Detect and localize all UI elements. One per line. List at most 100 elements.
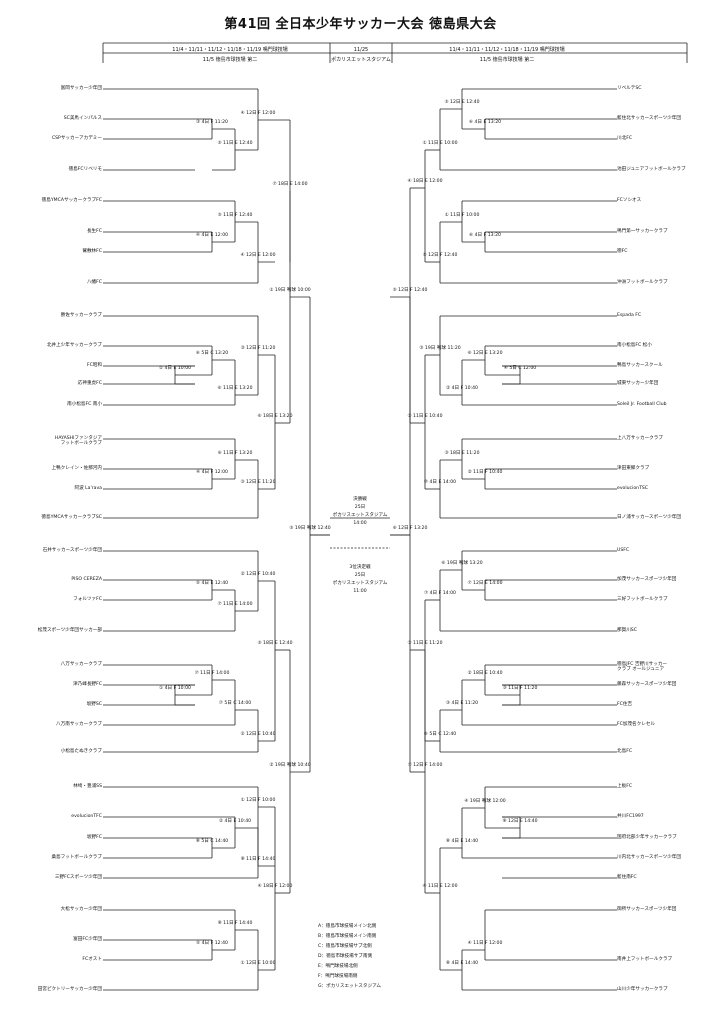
match-label: ⑥ 5日 C 13:20 (195, 351, 229, 356)
team-right: 徳FC (617, 249, 628, 254)
match-label: ⑧ 11日 F 14:40 (240, 857, 276, 862)
match-label: ① 12日 F 10:00 (240, 798, 276, 803)
team-left: 徳島YMCAサッカークラブFC (41, 198, 102, 203)
match-label: ⑥ 11日 F 13:20 (217, 451, 253, 456)
team-left: 大松サッカー少年団 (60, 907, 102, 912)
team-left: evolucionTFC (71, 814, 102, 819)
team-left: 八万サッカークラブ (60, 662, 102, 667)
match-label: ⑦ 12日 E 14:00 (467, 581, 503, 586)
team-left: 長生FC (86, 229, 102, 234)
team-right: FCソシオス (617, 198, 642, 203)
team-right: FC加茂名クレセル (617, 722, 656, 727)
match-label: ⑦ 12日 F 14:00 (407, 763, 443, 768)
match-label: ④ 12日 F 12:00 (240, 111, 276, 116)
team-right: Espada FC (617, 313, 642, 318)
team-left: FC昭和 (86, 363, 102, 368)
team-right: 沖洲フットボールクラブ (617, 280, 668, 285)
final-venue: ポカリスエットスタジアム (332, 513, 388, 518)
match-label: ⑤ 5日 C 12:40 (423, 732, 457, 737)
legend-item: E：鳴門球技場北側 (318, 964, 358, 969)
match-label: ① 11日 E 10:00 (422, 141, 458, 146)
legend-item: D：徳島市球技場サブ南側 (318, 954, 373, 959)
team-left: 勝佐サッカークラブ (60, 313, 102, 318)
match-label: ⑤ 11日 F 12:40 (217, 213, 253, 218)
header-left-line2: 11/5 徳島市球技場 第二 (202, 57, 258, 63)
match-label: ⑤ 12日 F 12:40 (392, 288, 428, 293)
team-right: 上板FC (617, 784, 633, 789)
match-label: ⑥ 4日 F 13:20 (469, 233, 501, 238)
team-right: 鴨島サッカースクール (617, 363, 663, 368)
team-right: 国府北部少年サッカークラブ (617, 835, 677, 840)
match-label: ⑥ 12日 E 13:20 (467, 351, 503, 356)
team-left: 北井上少年サッカークラブ (46, 343, 102, 348)
team-right: 上八万サッカークラブ (617, 436, 663, 441)
match-label: ④ 5日 C 12:00 (503, 366, 537, 371)
match-label: ⑤ 12日 F 12:40 (422, 253, 458, 258)
match-label: ④ 18日 E 12:00 (407, 179, 443, 184)
match-label: ① 12日 E 10:00 (240, 961, 276, 966)
team-left: 鷲敷林FC (82, 249, 102, 254)
match-label: ⑧ 4日 E 14:40 (445, 839, 479, 844)
header-right-line1: 11/4・11/11・11/12・11/18・11/19 鳴門球技場 (449, 47, 565, 53)
match-label: ④ 4日 E 12:00 (195, 233, 229, 238)
match-label: ⑤ 4日 E 12:40 (195, 581, 229, 586)
final-time: 14:00 (353, 521, 367, 526)
team-right: 那賀川SC (617, 628, 637, 633)
match-label: ⑦ 4日 F 14:00 (424, 591, 456, 596)
team-left: 富岡サッカー少年団 (60, 86, 102, 91)
legend-item: F：鳴門球技場南側 (318, 974, 358, 979)
team-right: 三好フットボールクラブ (617, 597, 668, 602)
match-label: ③ 12日 F 11:20 (240, 346, 276, 351)
final-date: 25日 (354, 505, 366, 510)
match-label: ② 4日 E 10:40 (218, 819, 252, 824)
team-right: 川北FC (617, 136, 633, 141)
match-label: ② 18日 E 10:40 (467, 671, 503, 676)
match-label: ② 12日 F 10:40 (240, 572, 276, 577)
match-label: ⑥ 11日 E 13:20 (217, 386, 253, 391)
team-right: 南井上フットボールクラブ (617, 957, 673, 962)
team-right: 津田東郷クラブ (617, 466, 650, 471)
match-label: ② 11日 F 10:40 (467, 470, 503, 475)
match-label: ⑥ 4日 E 13:20 (468, 120, 502, 125)
team-left: SC美馬インパルス (63, 116, 102, 121)
match-label: ④ 19日 鳴球 12:00 (464, 799, 506, 804)
match-label: ⑤ 11日 E 12:40 (217, 141, 253, 146)
match-label: ⑦ 11日 E 14:00 (217, 602, 253, 607)
team-left: 八幡FC (86, 280, 102, 285)
legend-item: A：徳島市球技場メイン北側 (318, 924, 377, 929)
header-left-line1: 11/4・11/11・11/12・11/18・11/19 鳴門球技場 (172, 47, 288, 53)
team-right: リベルテSC (617, 86, 642, 91)
match-label: ④ 11日 E 12:00 (422, 884, 458, 889)
team-right: 南小松島FC 松小 (617, 343, 652, 348)
team-left: 坂野SC (86, 702, 102, 707)
team-left: 徳島FCリベリモ (68, 167, 102, 172)
match-label: ② 11日 E 10:40 (407, 414, 443, 419)
team-left: 徳島YMCAサッカークラブSC (41, 515, 102, 520)
match-label: ③ 11日 E 11:20 (407, 641, 443, 646)
match-label: ⑦ 11日 F 14:00 (194, 671, 230, 676)
match-label: ③ 4日 F 11:20 (196, 120, 228, 125)
match-label: ② 12日 E 10:40 (240, 732, 276, 737)
team-right: 城東サッカー少年団 (617, 381, 659, 386)
team-left: 八万南サッカークラブ (56, 722, 102, 727)
third-place-venue: ポカリスエットスタジアム (332, 581, 388, 586)
match-label: ④ 4日 F 12:00 (196, 470, 228, 475)
team-right: Soleil Jr. Football Club (617, 402, 667, 407)
third-place-date: 25日 (354, 573, 366, 578)
team-right: 日ノ浦サッカースポーツ少年団 (617, 515, 681, 520)
team-left: 坂野FC (86, 835, 102, 840)
match-label: ⑥ 18日 E 13:20 (257, 414, 293, 419)
team-left: 上鴨クレイン・佐那河内 (51, 466, 102, 471)
match-label: ⑥ 12日 F 13:20 (392, 526, 428, 531)
match-label: ④ 12日 E 12:00 (240, 253, 276, 258)
match-label: ① 4日 E 10:00 (158, 366, 192, 371)
match-label: ② 19日 鳴球 10:40 (269, 763, 311, 768)
team-left: フォルツァFC (73, 597, 102, 602)
team-right: FC住吉 (617, 702, 633, 707)
team-right: 川内北サッカースポーツ少年団 (617, 855, 681, 860)
team-right: 北島FC (617, 749, 633, 754)
team-right: 鳴門第一サッカークラブ (617, 229, 668, 234)
team-right: 徳島JFC 吉野川サッカー クラブ オールジュニア (617, 662, 668, 672)
header-center-line2: ポカリスエットスタジアム (331, 57, 391, 63)
match-label: ⑥ 19日 鳴球 13:20 (441, 561, 483, 566)
